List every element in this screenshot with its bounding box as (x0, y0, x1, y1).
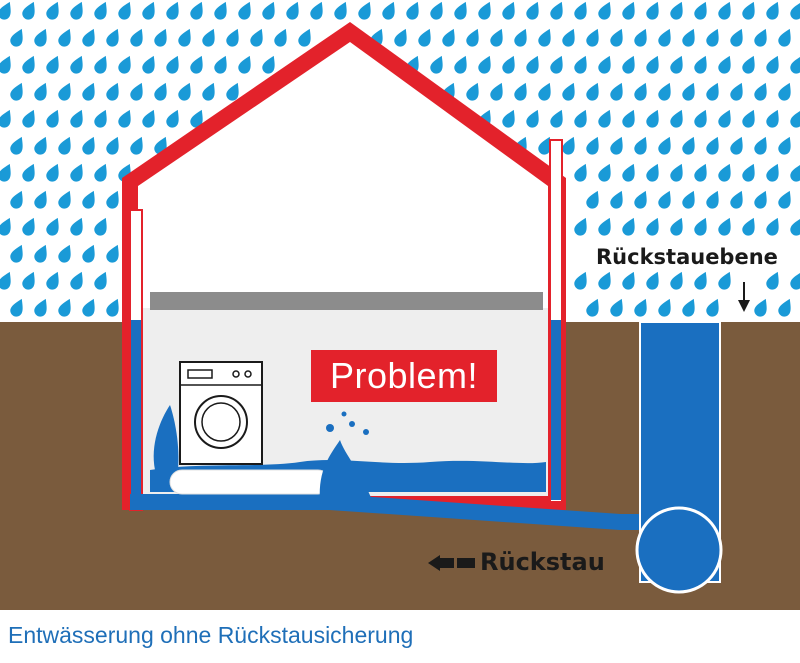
water-splash-left (153, 405, 179, 470)
diagram-caption: Entwässerung ohne Rückstausicherung (8, 622, 414, 648)
arrow-left-icon (428, 555, 475, 571)
water-gush (319, 440, 372, 500)
left-downpipe-water (131, 320, 141, 508)
sewer-main (635, 506, 723, 594)
drain-pipe (130, 494, 640, 530)
ceiling-slab (150, 292, 543, 310)
floor-channel (169, 469, 331, 495)
problem-badge: Problem! (311, 350, 497, 402)
arrow-down-icon (738, 282, 750, 312)
water-splash (363, 429, 369, 435)
water-splash (349, 421, 355, 427)
water-splash (326, 424, 334, 432)
washing-machine-icon (179, 361, 263, 465)
backflow-label: Rückstau (480, 548, 605, 576)
water-splash (341, 411, 347, 417)
backflow-level-label: Rückstauebene (596, 245, 778, 269)
right-downpipe-water (551, 320, 561, 500)
